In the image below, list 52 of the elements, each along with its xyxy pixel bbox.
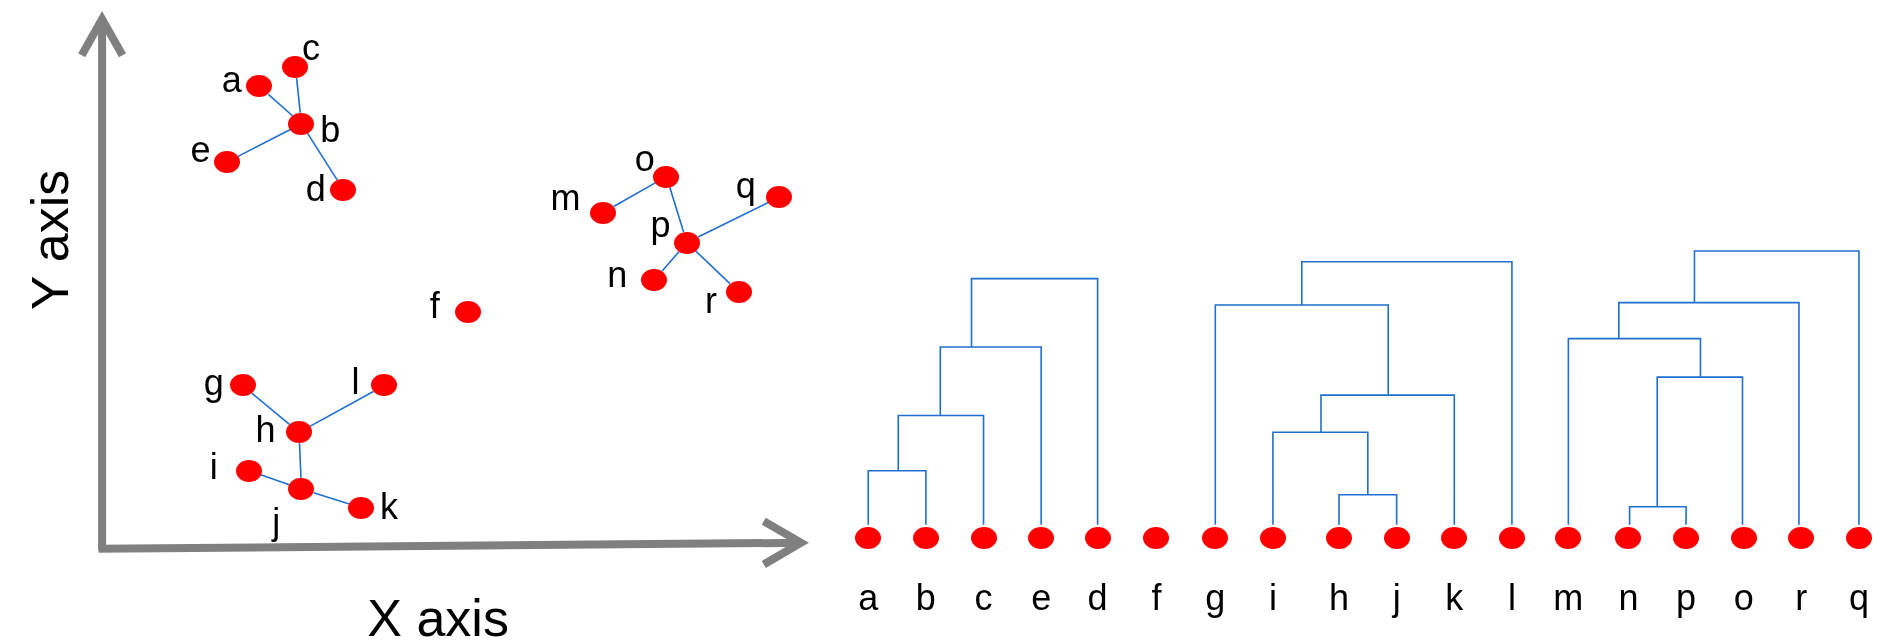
leaf-label: m bbox=[1553, 578, 1584, 619]
point-label: q bbox=[734, 166, 757, 207]
point-label: m bbox=[550, 178, 581, 219]
connector-line bbox=[612, 181, 657, 208]
axis-title: X axis bbox=[367, 588, 509, 641]
axis-title: Y axis bbox=[20, 169, 81, 311]
leaf-label: d bbox=[1086, 578, 1109, 619]
connector-line bbox=[267, 93, 294, 117]
connector-line bbox=[661, 250, 680, 272]
connector-line bbox=[251, 392, 291, 426]
connector-line bbox=[306, 132, 339, 181]
point-label: j bbox=[270, 502, 282, 543]
connector-line bbox=[694, 250, 731, 285]
point-label: h bbox=[254, 409, 277, 450]
leaf-label: f bbox=[1150, 578, 1163, 619]
connector-line bbox=[697, 201, 769, 238]
leaf-label: c bbox=[973, 578, 994, 619]
leaf-label: p bbox=[1675, 578, 1698, 619]
leaf-label: i bbox=[1267, 578, 1278, 619]
leaf-label: r bbox=[1794, 578, 1809, 619]
leaf-label: e bbox=[1030, 578, 1053, 619]
leaf-label: q bbox=[1847, 578, 1870, 619]
point-label: k bbox=[379, 486, 400, 527]
point-label: g bbox=[202, 363, 225, 404]
connector-line bbox=[312, 491, 351, 505]
connector-line bbox=[298, 442, 302, 479]
leaf-label: l bbox=[1506, 578, 1517, 619]
leaf-label: a bbox=[857, 578, 880, 619]
point-label: c bbox=[301, 28, 321, 69]
point-label: d bbox=[304, 168, 327, 209]
connector-line bbox=[237, 128, 292, 158]
point-label: e bbox=[189, 130, 212, 171]
point-label: r bbox=[703, 281, 718, 322]
leaf-label: o bbox=[1732, 578, 1755, 619]
connector-line bbox=[309, 390, 375, 428]
leaf-label: n bbox=[1617, 578, 1640, 619]
leaf-label: g bbox=[1204, 578, 1227, 619]
leaf-label: k bbox=[1444, 578, 1465, 619]
point-label: a bbox=[220, 60, 243, 101]
point-label: p bbox=[649, 204, 672, 245]
point-label: f bbox=[428, 286, 441, 327]
point-label: l bbox=[350, 361, 361, 402]
connector-line bbox=[259, 474, 291, 486]
point-label: i bbox=[208, 447, 219, 488]
point-label: o bbox=[633, 138, 656, 179]
connector-line bbox=[669, 186, 685, 233]
leaf-label: b bbox=[914, 578, 937, 619]
point-label: n bbox=[606, 255, 629, 295]
leaf-label: j bbox=[1391, 578, 1402, 619]
connector-line bbox=[295, 77, 302, 114]
point-label: b bbox=[319, 109, 342, 150]
leaf-label: h bbox=[1327, 578, 1350, 619]
